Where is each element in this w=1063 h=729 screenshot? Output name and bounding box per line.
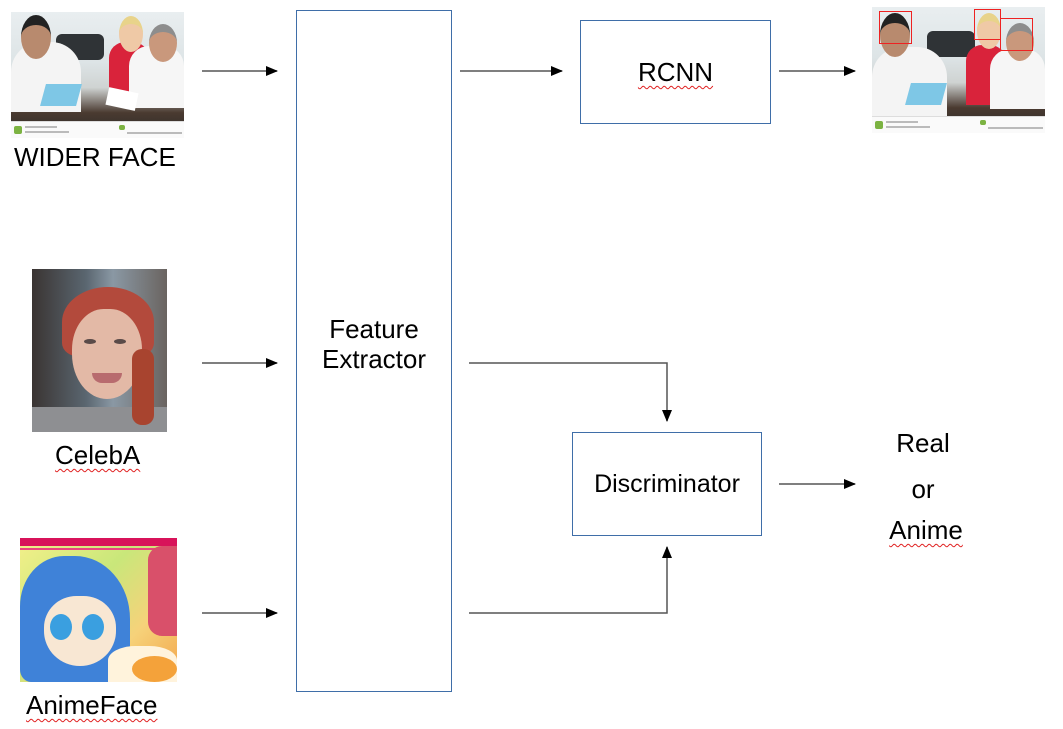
- animeface-image: [20, 538, 177, 682]
- wider-face-caption: WIDER FACE: [14, 142, 176, 172]
- arrow-extractor-to-discriminator-top: [469, 362, 672, 422]
- animeface-caption: AnimeFace: [26, 690, 158, 721]
- output-anime-label: Anime: [866, 515, 986, 546]
- feature-extractor-label-line1: Feature: [329, 314, 419, 344]
- face-bounding-box: [974, 9, 1001, 40]
- arrow-extractor-to-discriminator-bottom: [469, 546, 672, 614]
- wider-face-image: [11, 12, 184, 138]
- animeface-caption-text: AnimeFace: [26, 690, 158, 720]
- rcnn-block: RCNN: [580, 20, 771, 124]
- celeba-caption: CelebA: [55, 440, 140, 471]
- face-bounding-box: [1000, 18, 1033, 51]
- output-anime-text: Anime: [889, 515, 963, 545]
- celeba-image: [32, 269, 167, 432]
- feature-extractor-block: Feature Extractor: [296, 10, 452, 692]
- discriminator-label: Discriminator: [594, 470, 740, 498]
- face-bounding-box: [879, 11, 912, 44]
- celeba-caption-text: CelebA: [55, 440, 141, 470]
- detection-output-image: [872, 7, 1045, 133]
- rcnn-label: RCNN: [637, 57, 714, 87]
- feature-extractor-label-line2: Extractor: [321, 344, 427, 374]
- output-or-label: or: [911, 474, 935, 504]
- discriminator-block: Discriminator: [572, 432, 762, 536]
- output-real-label: Real: [896, 428, 950, 458]
